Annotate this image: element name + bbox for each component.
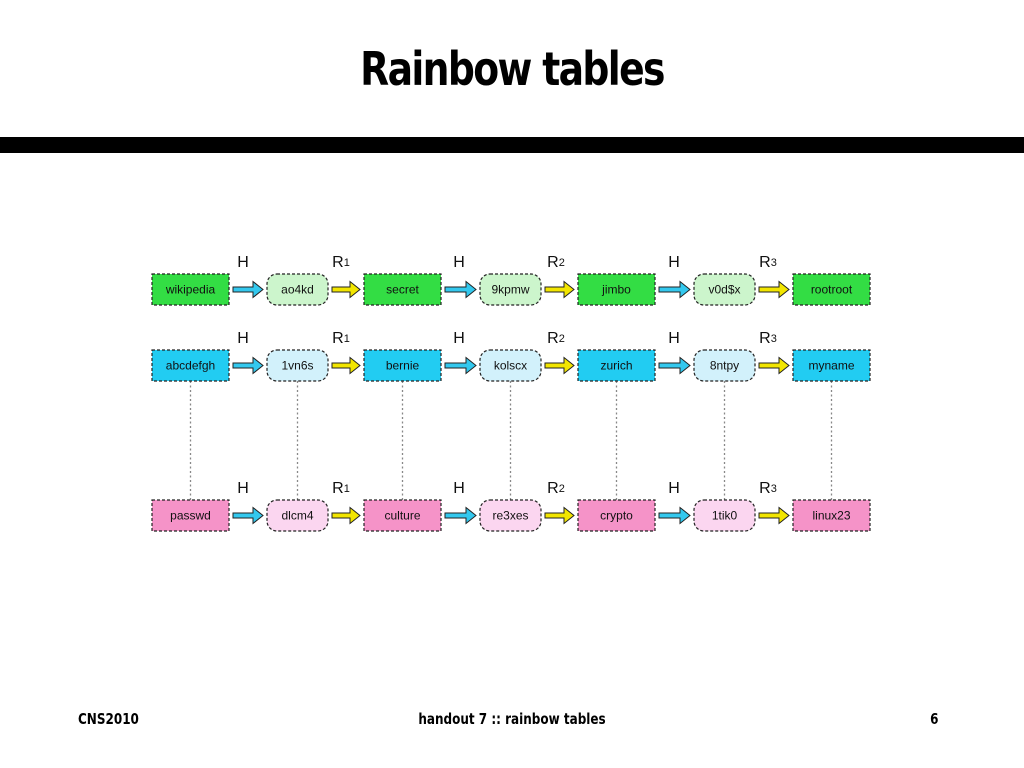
- plaintext-box: [363, 499, 442, 532]
- plaintext-label: culture: [384, 509, 420, 523]
- step-label: R1: [332, 330, 350, 347]
- footer-handout: handout 7 :: rainbow tables: [418, 710, 606, 728]
- hash-label: 1tik0: [712, 509, 738, 523]
- hash-arrow-icon: [232, 356, 264, 375]
- step-label: R3: [759, 254, 777, 271]
- footer-course: CNS2010: [78, 710, 139, 728]
- plaintext-box: [577, 499, 656, 532]
- plaintext-box: [792, 499, 871, 532]
- step-label: R1: [332, 254, 350, 271]
- reduce-arrow-icon: [758, 356, 790, 375]
- title-rule: [0, 137, 1024, 153]
- hash-arrow-icon: [232, 280, 264, 299]
- plaintext-label: abcdefgh: [166, 359, 215, 373]
- plaintext-box: [151, 349, 230, 382]
- hash-label: re3xes: [492, 509, 528, 523]
- step-label: H: [453, 480, 465, 497]
- plaintext-label: secret: [386, 283, 419, 297]
- hash-box: [266, 499, 329, 532]
- plaintext-box: [792, 349, 871, 382]
- hash-box: [693, 273, 756, 306]
- hash-box: [479, 499, 542, 532]
- hash-box: [266, 349, 329, 382]
- hash-label: dlcm4: [281, 509, 313, 523]
- step-label: H: [668, 254, 680, 271]
- plaintext-label: rootroot: [811, 283, 853, 297]
- hash-label: 8ntpy: [710, 359, 739, 373]
- hash-label: v0d$x: [708, 283, 740, 297]
- reduce-arrow-icon: [544, 506, 575, 525]
- reduce-arrow-icon: [331, 356, 361, 375]
- plaintext-box: [363, 273, 442, 306]
- step-label: H: [668, 330, 680, 347]
- step-label: R3: [759, 330, 777, 347]
- plaintext-box: [363, 349, 442, 382]
- hash-arrow-icon: [658, 506, 691, 525]
- step-label: H: [237, 254, 249, 271]
- hash-arrow-icon: [658, 356, 691, 375]
- footer-page-number: 6: [929, 710, 938, 728]
- step-label: H: [668, 480, 680, 497]
- hash-label: 9kpmw: [491, 283, 529, 297]
- step-label: R3: [759, 480, 777, 497]
- hash-label: 1vn6s: [281, 359, 313, 373]
- step-label: H: [453, 254, 465, 271]
- hash-box: [693, 349, 756, 382]
- reduce-arrow-icon: [544, 356, 575, 375]
- hash-box: [479, 349, 542, 382]
- reduce-arrow-icon: [544, 280, 575, 299]
- hash-arrow-icon: [444, 280, 477, 299]
- slide-title: Rainbow tables: [360, 42, 665, 96]
- hash-box: [266, 273, 329, 306]
- hash-arrow-icon: [658, 280, 691, 299]
- plaintext-label: jimbo: [601, 283, 631, 297]
- step-label: R2: [547, 480, 565, 497]
- hash-arrow-icon: [444, 356, 477, 375]
- hash-label: kolscx: [494, 359, 527, 373]
- step-label: H: [453, 330, 465, 347]
- step-label: H: [237, 330, 249, 347]
- plaintext-label: zurich: [600, 359, 632, 373]
- step-label: R1: [332, 480, 350, 497]
- reduce-arrow-icon: [331, 280, 361, 299]
- hash-arrow-icon: [444, 506, 477, 525]
- hash-arrow-icon: [232, 506, 264, 525]
- step-label: R2: [547, 330, 565, 347]
- plaintext-box: [577, 273, 656, 306]
- reduce-arrow-icon: [331, 506, 361, 525]
- reduce-arrow-icon: [758, 506, 790, 525]
- reduce-arrow-icon: [758, 280, 790, 299]
- plaintext-box: [792, 273, 871, 306]
- plaintext-label: bernie: [386, 359, 420, 373]
- plaintext-box: [577, 349, 656, 382]
- hash-label: ao4kd: [281, 283, 314, 297]
- plaintext-label: wikipedia: [165, 283, 216, 297]
- plaintext-box: [151, 499, 230, 532]
- hash-box: [693, 499, 756, 532]
- plaintext-box: [151, 273, 230, 306]
- step-label: H: [237, 480, 249, 497]
- hash-box: [479, 273, 542, 306]
- step-label: R2: [547, 254, 565, 271]
- plaintext-label: passwd: [170, 509, 211, 523]
- plaintext-label: myname: [808, 359, 854, 373]
- plaintext-label: linux23: [812, 509, 850, 523]
- plaintext-label: crypto: [600, 509, 633, 523]
